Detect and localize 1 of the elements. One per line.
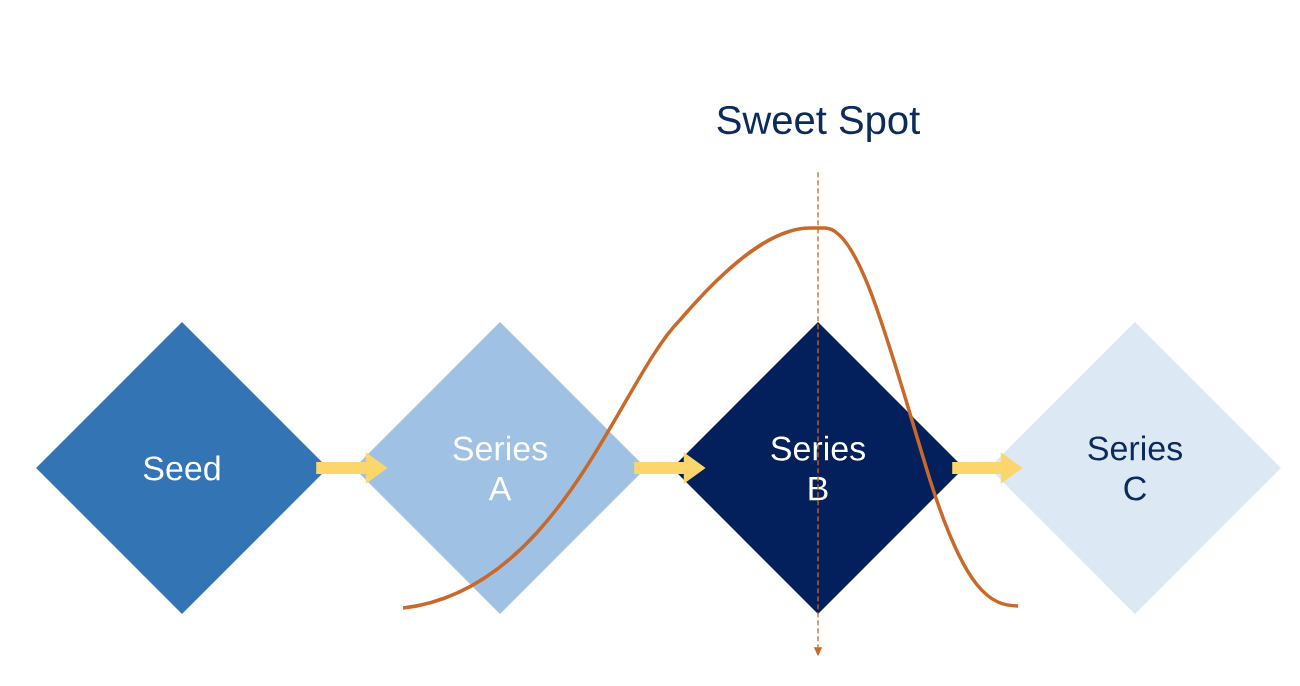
- heading-label: Sweet Spot: [717, 105, 920, 143]
